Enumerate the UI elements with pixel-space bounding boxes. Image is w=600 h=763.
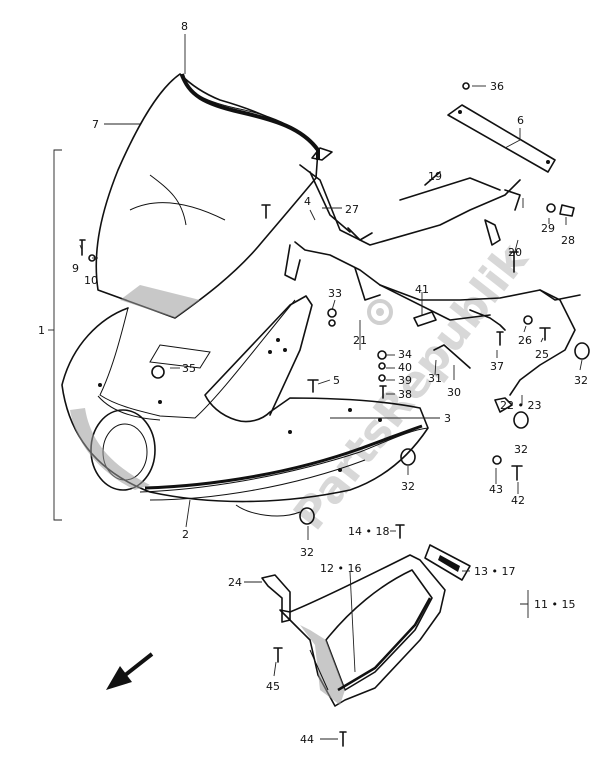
windscreen-trim	[180, 73, 320, 160]
label-13-17: 13 • 17	[474, 565, 515, 578]
label-38: 38	[398, 388, 412, 401]
label-22-23: 22 • 23	[500, 399, 541, 412]
label-32-right: 32	[574, 374, 588, 387]
leader-lines	[48, 34, 583, 740]
label-43: 43	[489, 483, 503, 496]
label-6: 6	[517, 114, 524, 127]
label-11-15: 11 • 15	[534, 598, 575, 611]
cowl-bracket	[261, 574, 291, 623]
cowl-emblem	[424, 544, 471, 581]
windscreen	[95, 73, 319, 319]
label-33: 33	[328, 287, 342, 300]
label-20: 20	[508, 246, 522, 259]
label-42: 42	[511, 494, 525, 507]
label-32-lower: 32	[401, 480, 415, 493]
label-32-bottom: 32	[300, 546, 314, 559]
direction-arrow-icon	[106, 652, 154, 690]
label-37: 37	[490, 360, 504, 373]
cowl-trim	[337, 597, 432, 692]
label-44: 44	[300, 733, 314, 746]
top-bracket	[447, 104, 556, 173]
label-10: 10	[84, 274, 98, 287]
label-29: 29	[541, 222, 555, 235]
label-39: 39	[398, 374, 412, 387]
label-40: 40	[398, 361, 412, 374]
label-2: 2	[182, 528, 189, 541]
hardware-parts	[79, 82, 590, 747]
label-26: 26	[518, 334, 532, 347]
label-19: 19	[428, 170, 442, 183]
callout-labels: 8 7 1 9 10 36 6 19 4 27 29 28 20 41 33 2…	[38, 20, 588, 746]
label-12-16: 12 • 16	[320, 562, 361, 575]
label-4: 4	[304, 195, 311, 208]
watermark-gear-icon	[367, 299, 393, 325]
upper-fairing	[61, 295, 429, 517]
label-36: 36	[490, 80, 504, 93]
label-21: 21	[353, 334, 367, 347]
label-45: 45	[266, 680, 280, 693]
fairing-stay	[284, 147, 581, 413]
label-28: 28	[561, 234, 575, 247]
label-24: 24	[228, 576, 242, 589]
label-9: 9	[72, 262, 79, 275]
label-1: 1	[38, 324, 45, 337]
label-30: 30	[447, 386, 461, 399]
label-35: 35	[182, 362, 196, 375]
label-7: 7	[92, 118, 99, 131]
label-25: 25	[535, 348, 549, 361]
label-41: 41	[415, 283, 429, 296]
label-27: 27	[345, 203, 359, 216]
label-5: 5	[333, 374, 340, 387]
label-8: 8	[181, 20, 188, 33]
label-34: 34	[398, 348, 412, 361]
label-14-18: 14 • 18	[348, 525, 389, 538]
label-31: 31	[428, 372, 442, 385]
label-3: 3	[444, 412, 451, 425]
lower-cowl	[279, 554, 446, 707]
label-32-mid: 32	[514, 443, 528, 456]
